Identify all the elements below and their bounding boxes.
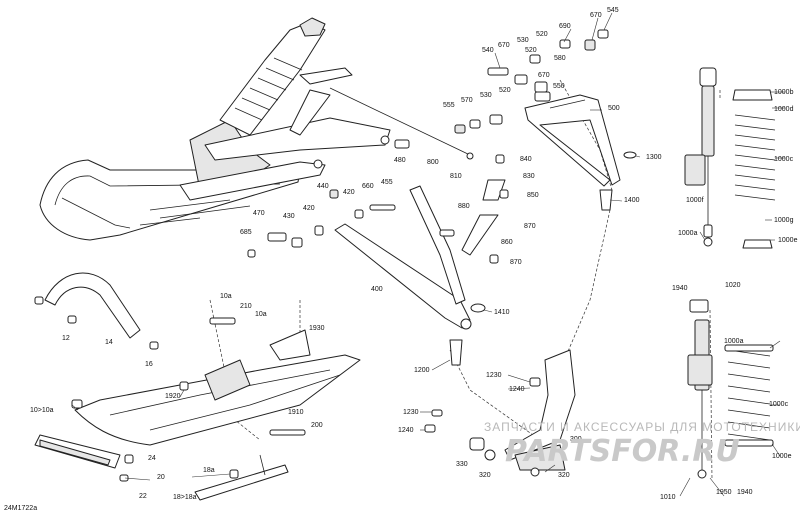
callout: 14 — [105, 339, 113, 346]
callout: 1240 — [398, 427, 414, 434]
callout: 545 — [607, 7, 619, 14]
callout: 10a — [255, 311, 267, 318]
callout: 1940 — [672, 285, 688, 292]
callout: 22 — [139, 493, 147, 500]
callout: 1930 — [309, 325, 325, 332]
callout: 520 — [536, 31, 548, 38]
callout: 1000f — [686, 197, 704, 204]
callout: 870 — [510, 259, 522, 266]
callout: 300 — [570, 436, 582, 443]
callout: 10a — [220, 293, 232, 300]
lower-a-arm-assembly — [247, 139, 509, 330]
callout: 20 — [157, 474, 165, 481]
callout: 690 — [559, 23, 571, 30]
callout: 830 — [523, 173, 535, 180]
callout: 1000c — [774, 156, 794, 163]
shock-absorber-top — [684, 67, 776, 249]
callout: 840 — [520, 156, 532, 163]
leader-lines — [71, 12, 785, 497]
callout: 1000e — [772, 453, 792, 460]
callout: 24 — [148, 455, 156, 462]
callout: 1400 — [624, 197, 640, 204]
callout: 1920 — [165, 393, 181, 400]
ski-leg-assembly — [424, 339, 576, 477]
callout: 800 — [427, 159, 439, 166]
callout: 580 — [554, 55, 566, 62]
callout: 12 — [62, 335, 70, 342]
ski-bumper — [34, 272, 159, 350]
assembly-dashed-lines — [209, 79, 721, 481]
callout: 1300 — [646, 154, 662, 161]
callout: 555 — [443, 102, 455, 109]
watermark-tagline: ЗАПЧАСТИ И АКСЕССУАРЫ ДЛЯ МОТОТЕХНИКИ — [484, 420, 800, 434]
callout: 10>10a — [30, 407, 54, 414]
callout: 16 — [145, 361, 153, 368]
callout: 1020 — [725, 282, 741, 289]
callout: 320 — [558, 472, 570, 479]
callout: 420 — [343, 189, 355, 196]
callout: 1410 — [494, 309, 510, 316]
callout: 1240 — [509, 386, 525, 393]
ski-spindle-assembly — [39, 17, 474, 241]
callout: 18>18a — [173, 494, 197, 501]
callout: 455 — [381, 179, 393, 186]
callout: 1000a — [678, 230, 698, 237]
callout: 430 — [283, 213, 295, 220]
callout: 400 — [371, 286, 383, 293]
callout: 1940 — [737, 489, 753, 496]
callout: 210 — [240, 303, 252, 310]
callout: 420 — [303, 205, 315, 212]
callout: 330 — [456, 461, 468, 468]
callout: 570 — [461, 97, 473, 104]
callout: 1200 — [414, 367, 430, 374]
callout: 860 — [501, 239, 513, 246]
shock-absorber-bottom — [687, 299, 774, 479]
figure-id: 24M1722a — [4, 505, 37, 512]
callout: 870 — [524, 223, 536, 230]
callout: 550 — [553, 83, 565, 90]
callout: 530 — [517, 37, 529, 44]
upper-a-arm-assembly — [454, 29, 637, 211]
callout: 660 — [362, 183, 374, 190]
callout: 320 — [479, 472, 491, 479]
callout: 1910 — [288, 409, 304, 416]
callout: 880 — [458, 203, 470, 210]
callout-labels: 690 670 545 540 670 530 520 520 580 670 … — [30, 7, 798, 501]
callout: 1000d — [774, 106, 794, 113]
callout: 670 — [590, 12, 602, 19]
callout: 1230 — [403, 409, 419, 416]
callout: 670 — [498, 42, 510, 49]
callout: 200 — [311, 422, 323, 429]
callout: 1950 — [716, 489, 732, 496]
callout: 530 — [480, 92, 492, 99]
callout: 1000e — [778, 237, 798, 244]
callout: 1010 — [660, 494, 676, 501]
callout: 810 — [450, 173, 462, 180]
callout: 1000b — [774, 89, 794, 96]
callout: 520 — [499, 87, 511, 94]
callout: 520 — [525, 47, 537, 54]
callout: 1230 — [486, 372, 502, 379]
callout: 480 — [394, 157, 406, 164]
callout: 670 — [538, 72, 550, 79]
watermark-logo: PARTSFOR.RU — [505, 434, 740, 469]
watermark: ЗАПЧАСТИ И АКСЕССУАРЫ ДЛЯ МОТОТЕХНИКИ PA… — [484, 420, 800, 469]
callout: 470 — [253, 210, 265, 217]
lower-ski-assembly — [34, 317, 361, 501]
callout: 685 — [240, 229, 252, 236]
callout: 850 — [527, 192, 539, 199]
callout: 540 — [482, 47, 494, 54]
callout: 500 — [608, 105, 620, 112]
callout: 1000g — [774, 217, 794, 224]
callout: 1000c — [769, 401, 789, 408]
callout: 18a — [203, 467, 215, 474]
callout: 1000a — [724, 338, 744, 345]
callout: 440 — [317, 183, 329, 190]
